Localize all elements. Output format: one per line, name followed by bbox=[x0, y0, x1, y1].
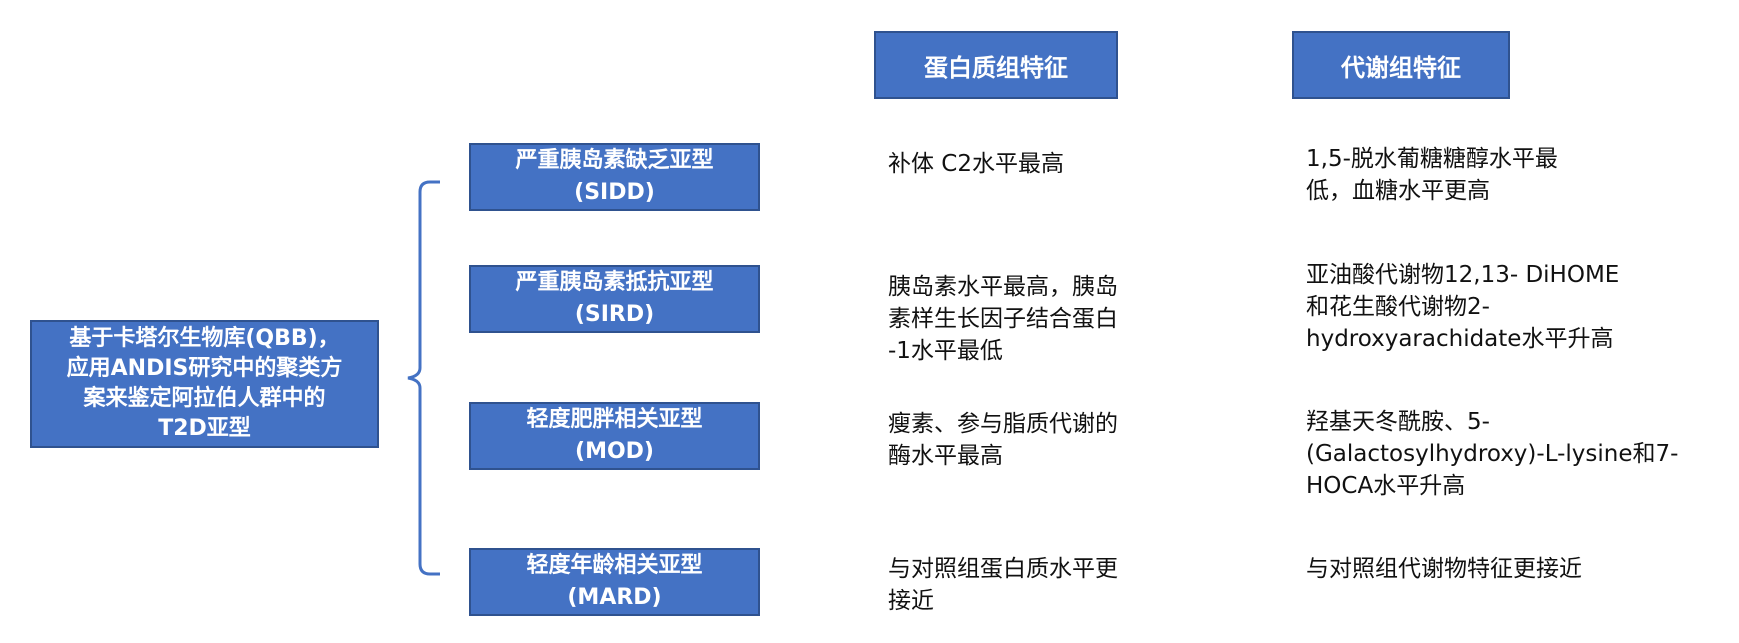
metabolic-feature-sidd: 1,5-脱水葡糖糖醇水平最 低，血糖水平更高 bbox=[1306, 146, 1558, 204]
subtype-name: 轻度年龄相关亚型 bbox=[526, 553, 703, 578]
subtype-code: (SIRD) bbox=[574, 302, 655, 327]
subtype-code: (MOD) bbox=[575, 439, 654, 464]
protein-feature-sird: 胰岛素水平最高，胰岛 素样生长因子结合蛋白 -1水平最低 bbox=[888, 274, 1118, 364]
subtype-box-mard: 轻度年龄相关亚型 (MARD) bbox=[469, 548, 760, 616]
protein-feature-sidd: 补体 C2水平最高 bbox=[888, 151, 1065, 177]
root-box: 基于卡塔尔生物库(QBB)， 应用ANDIS研究中的聚类方 案来鉴定阿拉伯人群中… bbox=[30, 320, 379, 448]
root-label: 基于卡塔尔生物库(QBB)， 应用ANDIS研究中的聚类方 案来鉴定阿拉伯人群中… bbox=[66, 326, 343, 441]
protein-feature-mod: 瘦素、参与脂质代谢的 酶水平最高 bbox=[888, 411, 1118, 469]
metabolic-feature-sird: 亚油酸代谢物12,13- DiHOME 和花生酸代谢物2- hydroxyara… bbox=[1306, 262, 1620, 352]
metabolic-header-box: 代谢组特征 bbox=[1292, 31, 1510, 99]
metabolic-header-label: 代谢组特征 bbox=[1341, 53, 1461, 82]
metabolic-feature-mod: 羟基天冬酰胺、5- (Galactosylhydroxy)-L-lysine和7… bbox=[1306, 409, 1679, 499]
protein-header-box: 蛋白质组特征 bbox=[874, 31, 1118, 99]
subtype-box-sidd: 严重胰岛素缺乏亚型 (SIDD) bbox=[469, 143, 760, 211]
subtype-name: 严重胰岛素抵抗亚型 bbox=[515, 270, 714, 295]
bracket-line bbox=[407, 180, 440, 576]
subtype-code: (MARD) bbox=[567, 585, 662, 610]
subtype-name: 轻度肥胖相关亚型 bbox=[526, 407, 703, 432]
protein-header-label: 蛋白质组特征 bbox=[924, 53, 1068, 82]
subtype-box-sird: 严重胰岛素抵抗亚型 (SIRD) bbox=[469, 265, 760, 333]
metabolic-feature-mard: 与对照组代谢物特征更接近 bbox=[1306, 556, 1582, 582]
subtype-code: (SIDD) bbox=[574, 180, 655, 205]
subtype-name: 严重胰岛素缺乏亚型 bbox=[515, 148, 714, 173]
subtype-box-mod: 轻度肥胖相关亚型 (MOD) bbox=[469, 402, 760, 470]
protein-feature-mard: 与对照组蛋白质水平更 接近 bbox=[888, 556, 1118, 614]
